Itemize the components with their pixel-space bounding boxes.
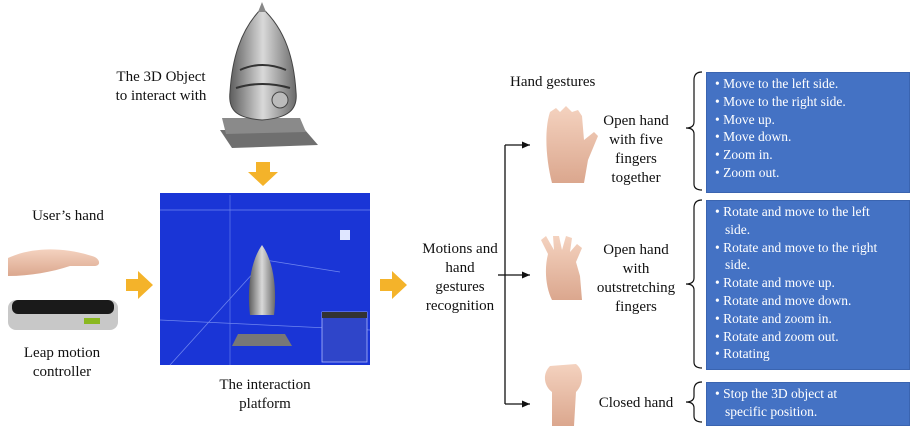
action-item: Move up. — [707, 111, 909, 129]
action-item: Stop the 3D object at specific position. — [707, 385, 909, 421]
action-item: Rotate and zoom out. — [707, 328, 909, 346]
actions-box-closed: Stop the 3D object at specific position. — [706, 382, 910, 426]
action-item: Rotate and move to the right side. — [707, 239, 909, 275]
gesture-name-outstretching: Open hand with outstretching fingers — [586, 241, 686, 317]
closed-hand-image — [545, 364, 582, 426]
hand-gestures-title: Hand gestures — [510, 73, 630, 92]
open-hand-spread-image — [541, 236, 582, 300]
controller-label: Leap motion controller — [12, 344, 112, 382]
platform-label: The interaction platform — [200, 376, 330, 414]
action-item: Move to the left side. — [707, 75, 909, 93]
action-item: Rotate and move to the left side. — [707, 203, 909, 239]
recognition-label: Motions and hand gestures recognition — [412, 240, 508, 316]
user-hand-image — [8, 249, 99, 276]
action-item: Rotate and zoom in. — [707, 310, 909, 328]
actions-box-five-fingers: Move to the left side. Move to the right… — [706, 72, 910, 193]
action-item: Zoom in. — [707, 146, 909, 164]
brace-connector — [686, 72, 702, 422]
action-item: Rotate and move down. — [707, 292, 909, 310]
object-label: The 3D Object to interact with — [96, 68, 226, 106]
action-item: Rotate and move up. — [707, 274, 909, 292]
action-item: Move down. — [707, 128, 909, 146]
arrow-right-2 — [380, 271, 407, 299]
helmet-object-image — [220, 2, 318, 148]
interaction-platform-screen — [160, 193, 370, 365]
actions-box-outstretching: Rotate and move to the left side. Rotate… — [706, 200, 910, 370]
user-hand-label: User’s hand — [18, 207, 118, 226]
action-item: Rotating — [707, 345, 909, 363]
arrow-down — [248, 162, 278, 186]
action-item: Move to the right side. — [707, 93, 909, 111]
action-item: Zoom out. — [707, 164, 909, 182]
arrow-right-1 — [126, 271, 153, 299]
leap-motion-device-image — [8, 300, 118, 330]
gesture-name-closed: Closed hand — [588, 394, 684, 413]
gesture-name-five-fingers: Open hand with five fingers together — [590, 112, 682, 188]
